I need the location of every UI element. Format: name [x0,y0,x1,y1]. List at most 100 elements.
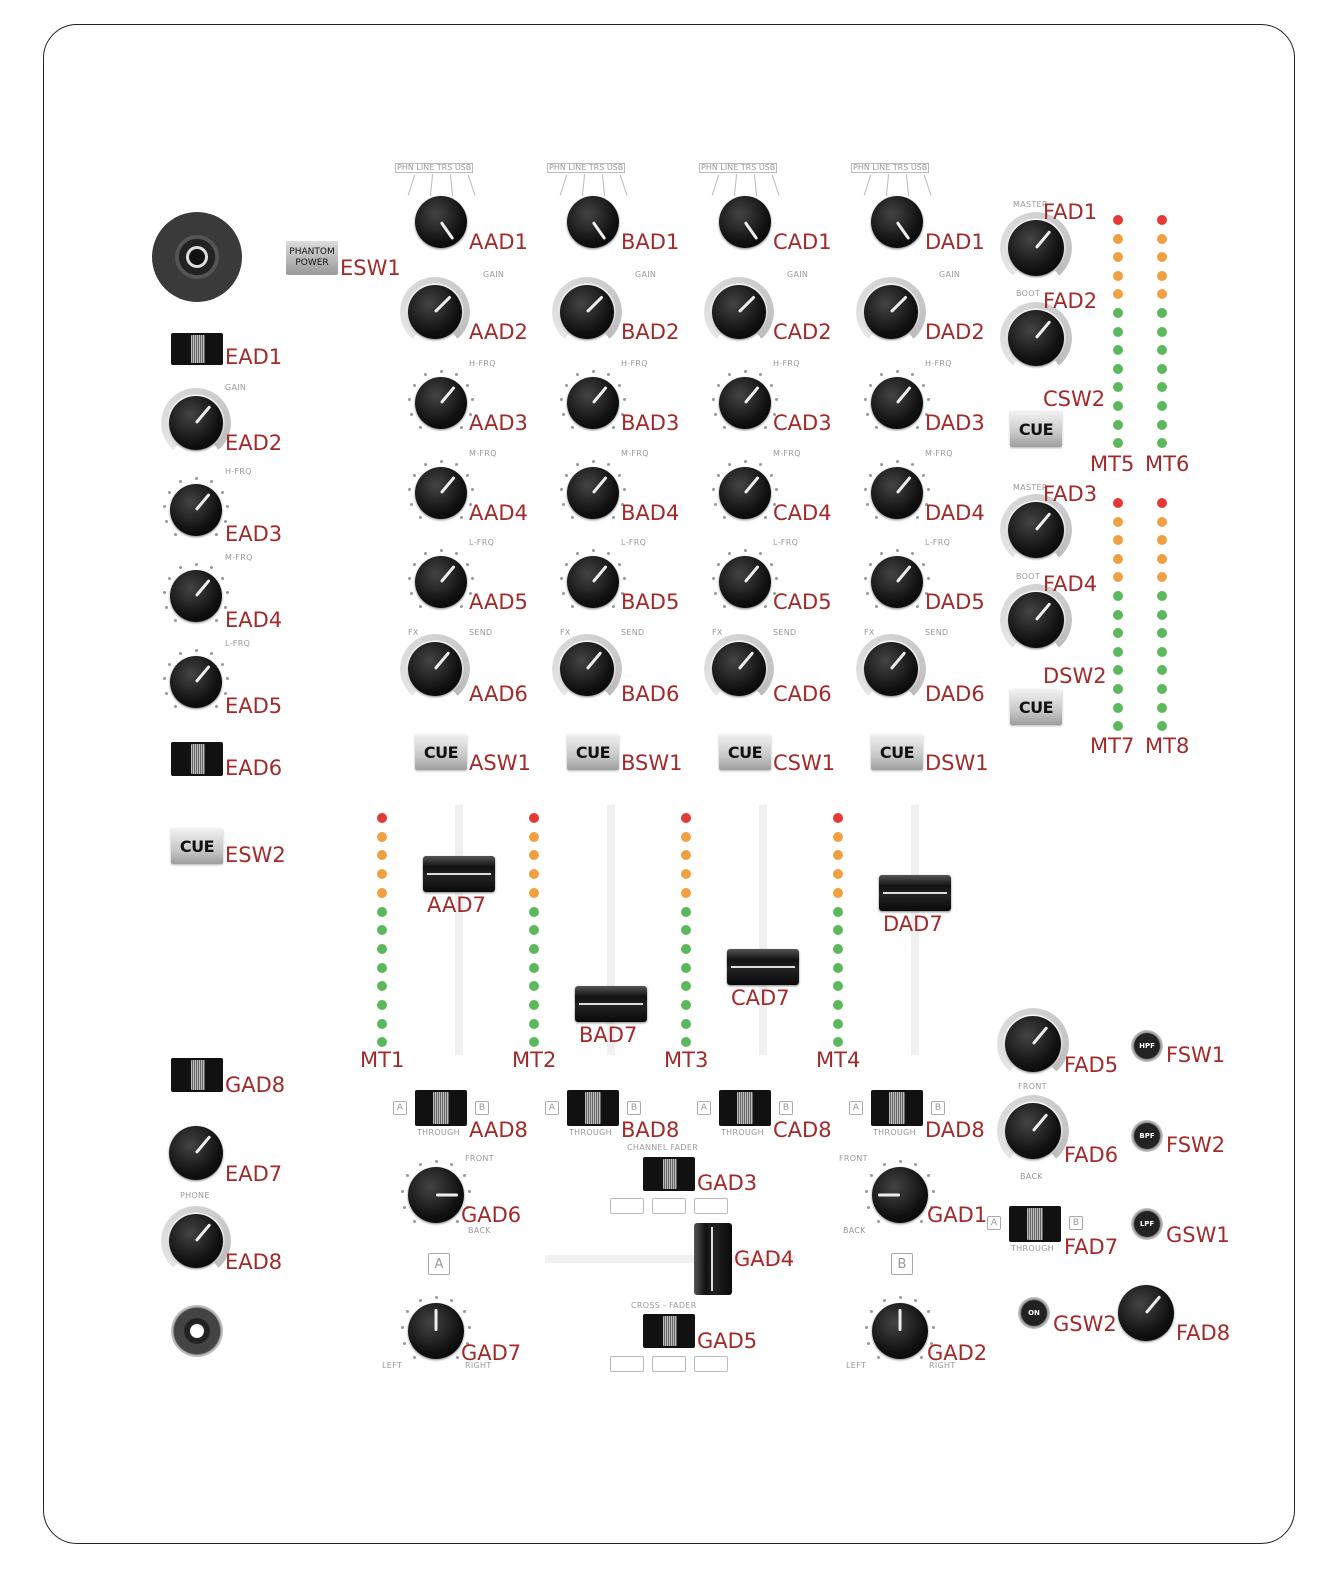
channel-meter-2-led [529,1000,539,1010]
phantom-power-button[interactable]: PHANTOM POWER [286,241,338,275]
input-select-knob-c[interactable] [719,196,771,248]
front-back-knob-a[interactable] [398,1157,474,1233]
master-meter-7-led [1113,498,1123,508]
cue-button-master-2[interactable]: CUE [1010,689,1062,725]
caption-lfrq: L-FRQ [925,538,951,547]
caption-back: BACK [843,1226,866,1235]
front-back-knob-b[interactable] [862,1157,938,1233]
through-switch-f[interactable] [1009,1206,1061,1242]
fx-send-knob-a[interactable] [400,634,470,704]
eq-hfrq-knob-d[interactable] [861,367,933,439]
cue-button-master-1[interactable]: CUE [1010,411,1062,447]
eq-hfrq-knob-e[interactable] [160,474,232,546]
cue-button-c[interactable]: CUE [719,734,771,770]
input-select-knob-b[interactable] [567,196,619,248]
phone-level-knob[interactable] [161,1206,231,1276]
eq-lfrq-knob-b[interactable] [557,546,629,618]
cue-button-b[interactable]: CUE [567,734,619,770]
selector-line [923,174,932,196]
gain-knob-b[interactable] [552,277,622,347]
eq-mfrq-knob-d[interactable] [861,457,933,529]
master-knob-2[interactable] [1000,494,1072,566]
through-switch-b[interactable] [567,1090,619,1126]
eq-mfrq-knob-b[interactable] [557,457,629,529]
eq-hfrq-knob-b[interactable] [557,367,629,439]
gain-knob-e[interactable] [161,388,231,458]
eq-hfrq-knob-c[interactable] [709,367,781,439]
label-gad5: GAD5 [697,1329,758,1353]
toggle-switch-e2[interactable] [171,742,223,776]
channel-fader-1[interactable] [423,856,495,892]
channel-fader-curve-switch[interactable] [643,1157,695,1191]
pan-knob-b[interactable] [862,1293,938,1369]
on-button[interactable]: ON [1018,1297,1050,1329]
label-gsw2: GSW2 [1053,1312,1117,1336]
through-switch-c[interactable] [719,1090,771,1126]
fx-send-knob-d[interactable] [856,634,926,704]
gain-knob-a[interactable] [400,277,470,347]
channel-meter-4-led [833,962,843,973]
input-toggle-switch-e[interactable] [171,333,223,365]
master-knob-1[interactable] [1000,212,1072,284]
caption-front: FRONT [839,1154,868,1163]
label-aad4: AAD4 [469,501,528,525]
cue-button-d[interactable]: CUE [871,734,923,770]
toggle-switch-g8[interactable] [171,1058,223,1092]
boot-knob-1[interactable] [1000,302,1072,374]
master-meter-5-led [1113,345,1123,356]
label-bad6: BAD6 [621,682,680,706]
label-mt8: MT8 [1145,734,1190,758]
caption-back: BACK [1020,1172,1043,1181]
cross-fader-curve-switch[interactable] [643,1314,695,1348]
fx-send-knob-c[interactable] [704,634,774,704]
label-fad4: FAD4 [1043,572,1098,596]
knob-ead7[interactable] [169,1126,223,1180]
through-switch-d[interactable] [871,1090,923,1126]
eq-lfrq-knob-a[interactable] [405,546,477,618]
boot-knob-2[interactable] [1000,584,1072,656]
eq-hfrq-knob-a[interactable] [405,367,477,439]
lpf-button[interactable]: LPF [1131,1208,1163,1240]
eq-lfrq-knob-d[interactable] [861,546,933,618]
eq-mfrq-knob-e[interactable] [160,560,232,632]
eq-mfrq-knob-a[interactable] [405,457,477,529]
fx-send-knob-b[interactable] [552,634,622,704]
master-meter-6-led [1157,252,1167,263]
channel-meter-3-led [681,981,691,992]
input-select-knob-d[interactable] [871,196,923,248]
bpf-button[interactable]: BPF [1131,1120,1163,1152]
caption-through: THROUGH [1011,1244,1054,1253]
selector-line [449,174,454,196]
caption-gain: GAIN [225,383,247,392]
channel-fader-2[interactable] [575,986,647,1022]
channel-meter-4-led [833,813,843,823]
gain-knob-d[interactable] [856,277,926,347]
back-knob-fad6[interactable] [997,1095,1069,1167]
master-meter-7-led [1113,572,1123,583]
deck-b-icon: B [891,1253,913,1275]
cue-button-a[interactable]: CUE [415,734,467,770]
channel-fader-4[interactable] [879,875,951,911]
cue-button-e[interactable]: CUE [171,828,223,864]
eq-lfrq-knob-e[interactable] [160,646,232,718]
channel-fader-curve-icon-2 [652,1198,686,1214]
selector-line [771,174,780,196]
cross-fader[interactable] [694,1223,732,1295]
eq-lfrq-knob-c[interactable] [709,546,781,618]
master-meter-7-led [1113,628,1123,639]
gain-knob-c[interactable] [704,277,774,347]
front-knob-fad5[interactable] [997,1008,1069,1080]
eq-mfrq-knob-c[interactable] [709,457,781,529]
channel-meter-3-led [681,1018,691,1029]
label-ead4: EAD4 [225,608,283,632]
pan-knob-a[interactable] [398,1293,474,1369]
headphone-jack[interactable] [171,1305,223,1357]
label-dsw1: DSW1 [925,751,989,775]
input-select-knob-a[interactable] [415,196,467,248]
knob-fad8[interactable] [1118,1285,1174,1341]
hpf-button[interactable]: HPF [1131,1030,1163,1062]
channel-fader-3[interactable] [727,949,799,985]
caption-mfrq: M-FRQ [469,449,497,458]
through-switch-a[interactable] [415,1090,467,1126]
label-gsw1: GSW1 [1166,1223,1230,1247]
